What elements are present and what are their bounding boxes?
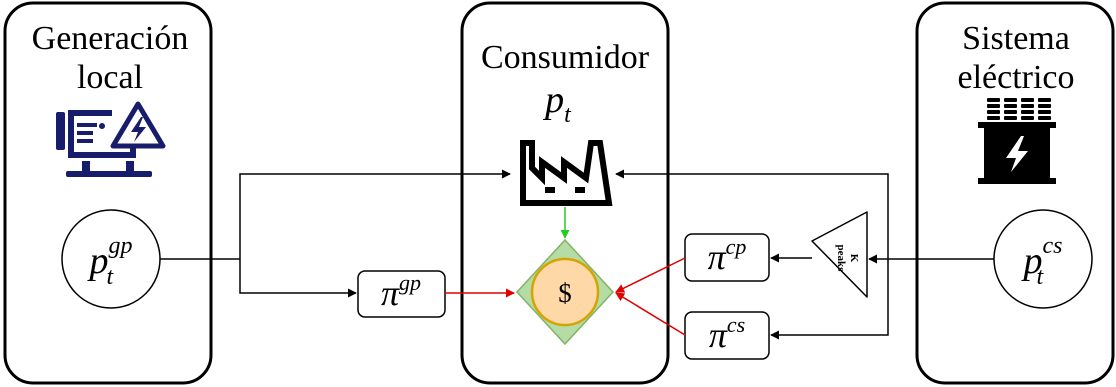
- price-gp-label: πgp: [381, 270, 421, 313]
- node-grid-power: [993, 209, 1093, 309]
- cost-symbol: $: [558, 278, 572, 308]
- arrow-generation-to-factory: [239, 169, 511, 259]
- grid-title-line2: eléctrico: [957, 59, 1074, 96]
- transformer-icon: [978, 98, 1056, 184]
- k-peaks-block: K peaks: [811, 211, 868, 298]
- k-peaks-label-peaks: peaks: [835, 245, 847, 273]
- generation-frame: [3, 1, 213, 385]
- arrow-grid-to-price-cs: [770, 259, 889, 340]
- k-peaks-label-k: K: [848, 254, 860, 263]
- generator-icon: [56, 101, 166, 177]
- arrow-generation-to-price: [239, 259, 357, 298]
- price-cs-label: πcs: [709, 312, 745, 355]
- price-cp-box: πcp: [684, 233, 770, 282]
- arrow-grid-to-factory: [615, 169, 889, 259]
- factory-icon: [520, 140, 613, 206]
- consumer-variable: pt: [542, 79, 572, 128]
- consumer-block: Consumidor pt $: [460, 1, 670, 385]
- generation-title-line2: local: [77, 59, 143, 96]
- connectors: [160, 169, 994, 340]
- price-gp-box: πgp: [357, 270, 446, 318]
- generation-title-line1: Generación: [32, 20, 189, 57]
- arrow-price-cp-to-cost: [615, 257, 686, 293]
- grid-title-line1: Sistema: [962, 20, 1070, 57]
- node-generation-power: [61, 209, 161, 309]
- arrow-price-cs-to-cost: [615, 292, 686, 336]
- price-cs-box: πcs: [684, 311, 770, 360]
- price-cp-label: πcp: [708, 234, 747, 277]
- consumer-title: Consumidor: [481, 39, 650, 76]
- cost-coin: [530, 257, 600, 327]
